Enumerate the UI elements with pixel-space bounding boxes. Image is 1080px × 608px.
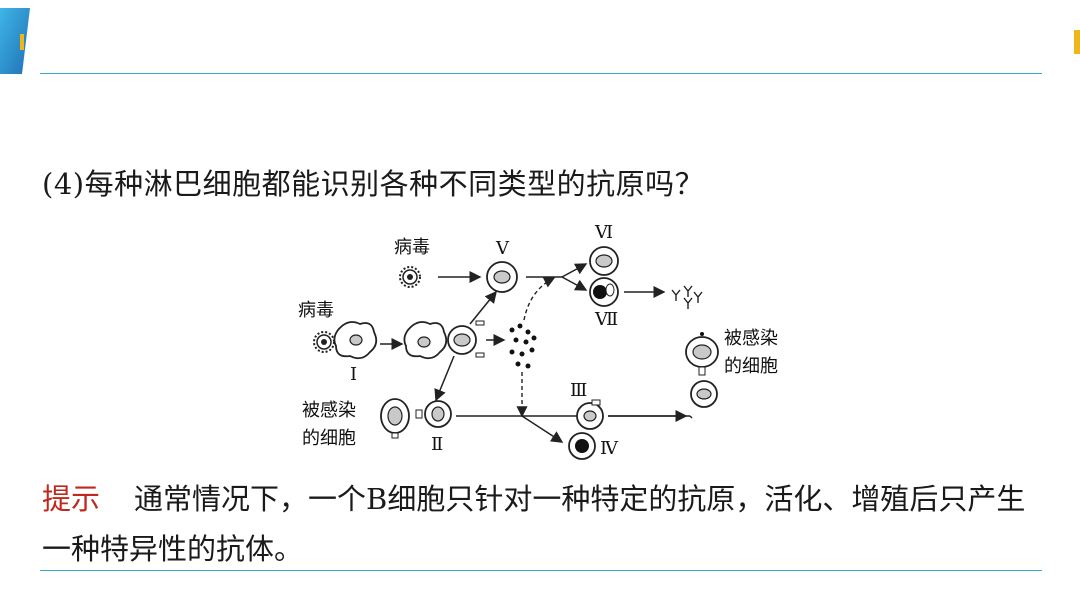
label-iv: Ⅳ [600, 438, 619, 459]
arrow [689, 415, 693, 419]
label-vi: Ⅵ [594, 222, 613, 243]
virus-left-label: 病毒 [298, 300, 334, 321]
cell-vi [589, 246, 619, 276]
footer-rule [40, 570, 1042, 571]
corner-decoration [0, 8, 30, 74]
infected-right-line2: 的细胞 [724, 356, 778, 377]
label-vii: Ⅶ [594, 309, 618, 330]
dashed-arrow [523, 277, 556, 321]
cytotoxic-t-cell-ii [415, 400, 452, 428]
label-i: I [350, 364, 357, 385]
virus-icon [399, 266, 421, 288]
question-text: (4)每种淋巴细胞都能识别各种不同类型的抗原吗？ [42, 167, 705, 201]
answer-block: 提示通常情况下，一个B细胞只针对一种特定的抗原，活化、增殖后只产生一种特异性的抗… [42, 474, 1042, 574]
infected-right-line1: 被感染 [724, 328, 778, 349]
antigen-presenting-cell [403, 321, 448, 360]
plasma-cell-vii [589, 277, 619, 307]
label-v: V [495, 238, 510, 259]
header-rule [40, 73, 1042, 74]
arrow [521, 415, 564, 443]
infected-left-line2: 的细胞 [302, 428, 356, 449]
virus-icon [313, 331, 335, 353]
effector-t-cell-iii [576, 399, 604, 430]
arrow [434, 355, 455, 402]
label-iii: Ⅲ [570, 380, 587, 401]
arrow [469, 290, 497, 325]
memory-t-cell-iv [568, 432, 596, 460]
helper-t-cell [447, 320, 485, 358]
memory-cell-v [486, 261, 518, 293]
answer-text: 通常情况下，一个B细胞只针对一种特定的抗原，活化、增殖后只产生一种特异性的抗体。 [42, 482, 1026, 566]
virus-top-label: 病毒 [394, 237, 430, 258]
cytokines [509, 323, 537, 369]
corner-accent [1074, 30, 1080, 54]
arrow [561, 263, 588, 278]
arrow [561, 276, 588, 291]
infected-cell [380, 398, 410, 439]
label-ii: Ⅱ [431, 434, 443, 455]
answer-label: 提示 [42, 482, 101, 516]
immune-response-diagram: 病毒 V Ⅵ Ⅶ 病毒 I [298, 222, 778, 460]
antibody-icon [671, 285, 703, 309]
infected-left-line1: 被感染 [302, 400, 356, 421]
infected-cell-right [685, 332, 719, 376]
attacking-t-cell [690, 380, 718, 408]
antigen-presenting-cell-i [333, 321, 378, 360]
